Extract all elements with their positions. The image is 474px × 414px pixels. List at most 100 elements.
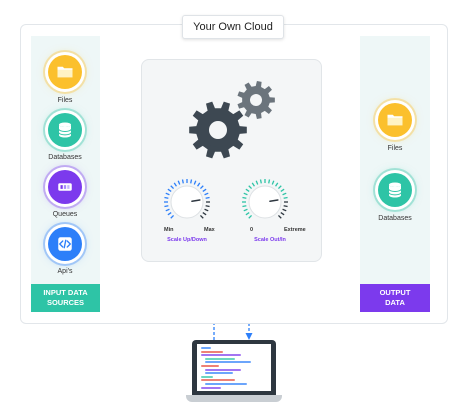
input-apis-node[interactable] <box>48 227 82 261</box>
code-line <box>201 347 211 349</box>
dial-tick <box>242 196 247 199</box>
dial-tick <box>271 180 275 185</box>
dial-tick <box>173 182 177 187</box>
input-panel-footer: INPUT DATA SOURCES <box>31 284 100 312</box>
output-databases-label: Databases <box>378 215 412 222</box>
database-icon <box>388 182 402 198</box>
output-footer-line1: OUTPUT <box>379 288 411 297</box>
output-files-node[interactable] <box>378 103 412 137</box>
code-line <box>205 383 247 385</box>
dial-tick <box>167 212 172 216</box>
scale-up-down-caption: Scale Up/Down <box>167 237 207 243</box>
dial-tick <box>205 196 210 199</box>
dial-tick <box>165 208 170 212</box>
dial-tick <box>251 182 255 187</box>
input-databases-label: Databases <box>48 154 82 161</box>
laptop-screen <box>192 340 276 395</box>
database-icon <box>58 122 72 138</box>
dial-tick <box>170 185 175 190</box>
dial-tick <box>199 185 204 190</box>
dial-extreme-label: Extreme <box>284 227 306 233</box>
scale-out-in-caption: Scale Out/In <box>254 237 286 243</box>
code-line <box>201 365 219 367</box>
dial-tick <box>245 212 250 216</box>
dial-tick <box>181 179 184 184</box>
code-icon <box>58 237 72 251</box>
laptop-icon <box>186 340 282 404</box>
input-queues-label: Queues <box>52 211 78 218</box>
dial-tick <box>275 182 279 187</box>
queue-icon <box>58 183 72 191</box>
dial-tick <box>255 180 259 185</box>
dial-pointer <box>191 199 201 202</box>
code-line <box>205 368 241 371</box>
dial-max-label: Max <box>204 227 215 233</box>
gears-icon <box>189 81 275 159</box>
dial-tick <box>242 205 247 208</box>
dial-tick <box>282 208 287 212</box>
dial-tick <box>248 185 253 190</box>
dial-tick <box>268 179 271 184</box>
dial-tick <box>205 205 210 208</box>
cloud-title: Your Own Cloud <box>182 15 284 39</box>
dial-tick <box>204 192 209 196</box>
dial-tick <box>259 179 262 184</box>
output-files-label: Files <box>387 145 403 152</box>
input-footer-line1: INPUT DATA <box>43 288 88 297</box>
dial-tick <box>280 188 285 192</box>
code-line <box>201 350 223 353</box>
scale-out-in-dial[interactable] <box>240 177 290 227</box>
dial-tick <box>167 188 172 192</box>
dial-tick <box>177 180 181 185</box>
server-card: Min Max Scale Up/Down 0 Extreme Scale Ou… <box>141 59 322 262</box>
dial-min-label: Min <box>164 227 174 233</box>
dial-zero-label: 0 <box>250 227 254 233</box>
code-line <box>201 375 213 378</box>
output-databases-node[interactable] <box>378 173 412 207</box>
dial-tick <box>199 214 204 219</box>
dial-tick <box>282 192 287 196</box>
output-footer-line2: DATA <box>385 298 405 307</box>
input-apis-label: Api's <box>57 268 73 275</box>
dial-tick <box>277 185 282 190</box>
code-line <box>205 357 235 360</box>
dial-tick <box>277 214 282 219</box>
dial-tick <box>204 208 209 212</box>
dial-pointer <box>269 199 279 202</box>
dial-tick <box>193 180 197 185</box>
code-line <box>201 386 221 389</box>
dial-tick <box>283 196 288 199</box>
input-databases-node[interactable] <box>48 113 82 147</box>
folder-icon <box>387 114 403 126</box>
dial-knob <box>170 185 204 219</box>
dial-tick <box>202 212 207 216</box>
laptop-base <box>186 395 282 402</box>
scale-up-down-dial[interactable] <box>162 177 212 227</box>
input-files-node[interactable] <box>48 55 82 89</box>
input-files-label: Files <box>57 97 73 104</box>
code-line <box>205 361 251 364</box>
dial-tick <box>202 188 207 192</box>
output-panel-footer: OUTPUT DATA <box>360 284 430 312</box>
gear-hole <box>250 94 262 106</box>
code-line <box>205 372 233 375</box>
cloud-to-laptop-arrow <box>245 333 253 340</box>
dial-tick <box>248 214 253 219</box>
input-footer-line2: SOURCES <box>46 298 85 307</box>
dial-tick <box>164 196 169 199</box>
dial-tick <box>165 192 170 196</box>
gear-hole <box>209 121 227 139</box>
folder-icon <box>57 66 73 78</box>
dial-knob <box>248 185 282 219</box>
dial-tick <box>280 212 285 216</box>
input-queues-node[interactable] <box>48 170 82 204</box>
dial-tick <box>245 188 250 192</box>
dial-tick <box>243 208 248 212</box>
dial-tick <box>283 205 288 208</box>
dial-tick <box>170 214 175 219</box>
code-line <box>201 354 241 357</box>
dial-tick <box>164 205 169 208</box>
laptop-display <box>197 344 271 391</box>
dial-tick <box>243 192 248 196</box>
code-line <box>201 379 235 382</box>
